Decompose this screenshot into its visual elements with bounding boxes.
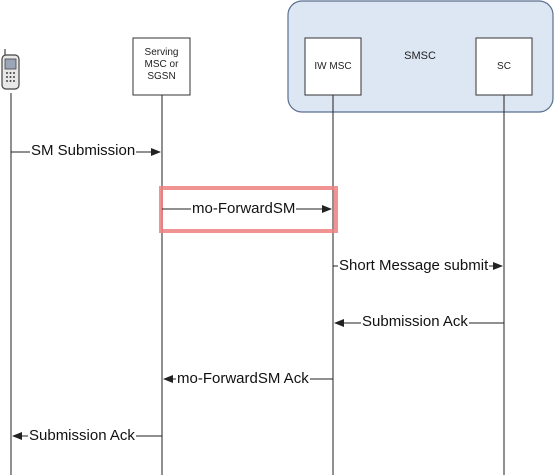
highlight-box bbox=[159, 186, 338, 233]
mobile-phone-icon bbox=[1, 49, 20, 90]
message-label-submission-ack-sc: Submission Ack bbox=[361, 313, 469, 330]
iwmsc-box bbox=[304, 37, 362, 96]
message-label-mo-forwardsm: mo-ForwardSM bbox=[191, 200, 297, 217]
message-label-short-message-submit: Short Message submit bbox=[338, 257, 490, 274]
sc-box bbox=[475, 37, 533, 96]
message-label-sm-submission: SM Submission bbox=[30, 142, 137, 159]
message-label-submission-ack-ms: Submission Ack bbox=[28, 427, 136, 444]
message-label-mo-forwardsm-ack: mo-ForwardSM Ack bbox=[176, 370, 310, 387]
msc-box bbox=[132, 37, 191, 96]
